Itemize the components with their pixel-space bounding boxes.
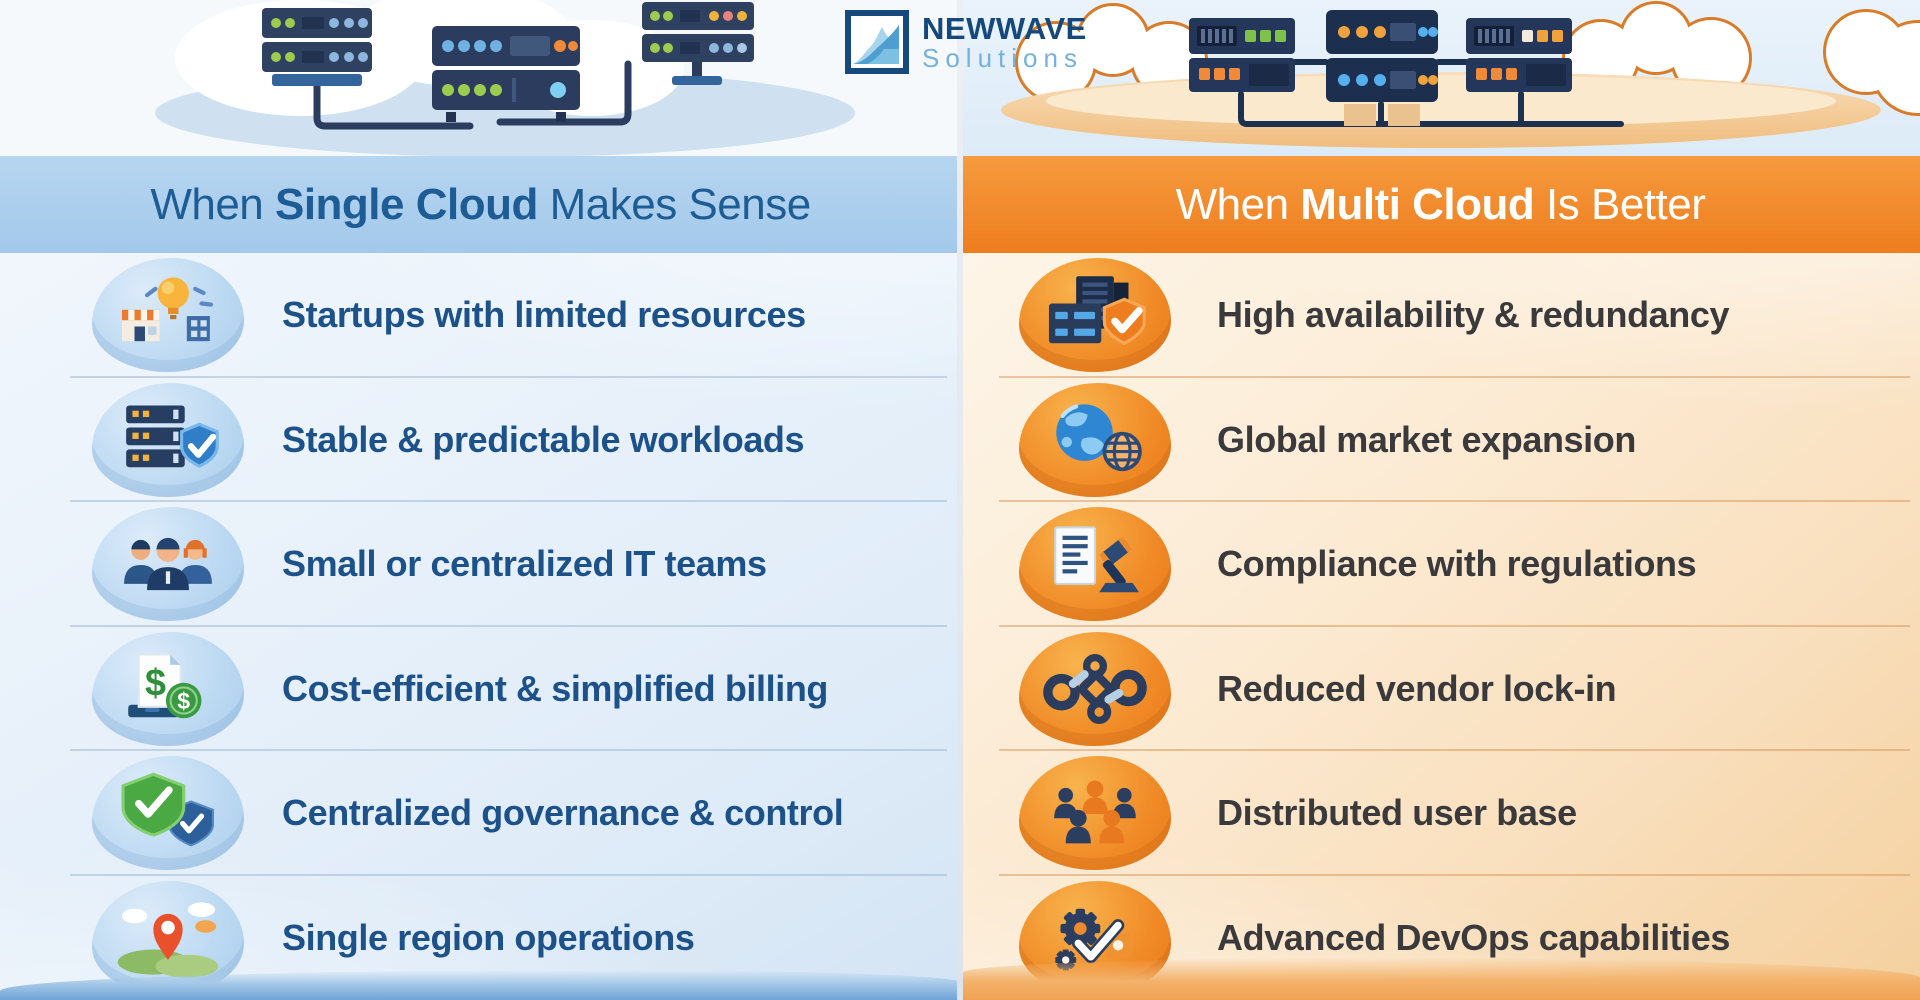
newwave-logo: NEWWAVE Solutions [845, 10, 1087, 74]
single-cloud-list: Startups with limited resources [0, 253, 961, 1000]
globe-icon [1019, 382, 1171, 497]
list-item-label: Compliance with regulations [1217, 543, 1697, 585]
list-item-label: Startups with limited resources [282, 294, 806, 336]
svg-text:$: $ [177, 688, 190, 714]
server-shield-icon [92, 382, 244, 497]
single-cloud-top-illustration [0, 0, 961, 156]
svg-text:$: $ [145, 661, 166, 703]
governance-shields-icon [92, 756, 244, 871]
list-item: Compliance with regulations [961, 502, 1920, 627]
server-cluster-blue-illustration [0, 0, 961, 156]
list-item-label: Cost-efficient & simplified billing [282, 667, 829, 709]
list-item-label: High availability & redundancy [1217, 294, 1730, 336]
list-item: $ $ Cost-efficient & simplified billing [0, 627, 961, 752]
list-item: Startups with limited resources [0, 253, 961, 378]
list-item: Distributed user base [961, 751, 1920, 876]
list-item: Global market expansion [961, 378, 1920, 503]
multi-cloud-panel: When Multi Cloud Is Better [961, 0, 1920, 1000]
list-item-label: Advanced DevOps capabilities [1217, 916, 1730, 958]
list-item: Centralized governance & control [0, 751, 961, 876]
document-gavel-icon [1019, 507, 1171, 622]
list-item-label: Stable & predictable workloads [282, 418, 805, 460]
server-shield-check-icon [1019, 258, 1171, 373]
list-item-label: Reduced vendor lock-in [1217, 667, 1617, 709]
user-group-icon [1019, 756, 1171, 871]
list-item: Stable & predictable workloads [0, 378, 961, 503]
server-cluster-orange-illustration [961, 0, 1920, 156]
multi-cloud-top-illustration [961, 0, 1920, 156]
wave-logo-icon [845, 10, 909, 74]
list-item: Single region operations [0, 876, 961, 1000]
billing-dollar-icon: $ $ [92, 631, 244, 746]
list-item-label: Global market expansion [1217, 418, 1636, 460]
multi-cloud-header-band: When Multi Cloud Is Better [961, 156, 1920, 253]
list-item-label: Centralized governance & control [282, 792, 844, 834]
list-item-label: Small or centralized IT teams [282, 543, 767, 585]
chain-link-icon [1019, 631, 1171, 746]
list-item: Reduced vendor lock-in [961, 627, 1920, 752]
logo-brand: NEWWAVE [922, 10, 1087, 46]
storefront-lightbulb-icon [92, 258, 244, 373]
multi-cloud-list: High availability & redundancy [961, 253, 1920, 1000]
team-icon [92, 507, 244, 622]
single-cloud-header-band: When Single Cloud Makes Sense [0, 156, 961, 253]
logo-subtitle: Solutions [922, 42, 1083, 73]
single-cloud-panel: When Single Cloud Makes Sense [0, 0, 961, 1000]
list-item-label: Single region operations [282, 916, 695, 958]
logo-text: NEWWAVE Solutions [922, 13, 1087, 71]
location-pin-icon [92, 880, 244, 995]
list-item: Advanced DevOps capabilities [961, 876, 1920, 1000]
multi-cloud-header: When Multi Cloud Is Better [1175, 179, 1706, 229]
gears-check-icon [1019, 880, 1171, 995]
list-item-label: Distributed user base [1217, 792, 1577, 834]
list-item: Small or centralized IT teams [0, 502, 961, 627]
list-item: High availability & redundancy [961, 253, 1920, 378]
single-cloud-header: When Single Cloud Makes Sense [150, 179, 811, 229]
center-divider [957, 0, 963, 1000]
